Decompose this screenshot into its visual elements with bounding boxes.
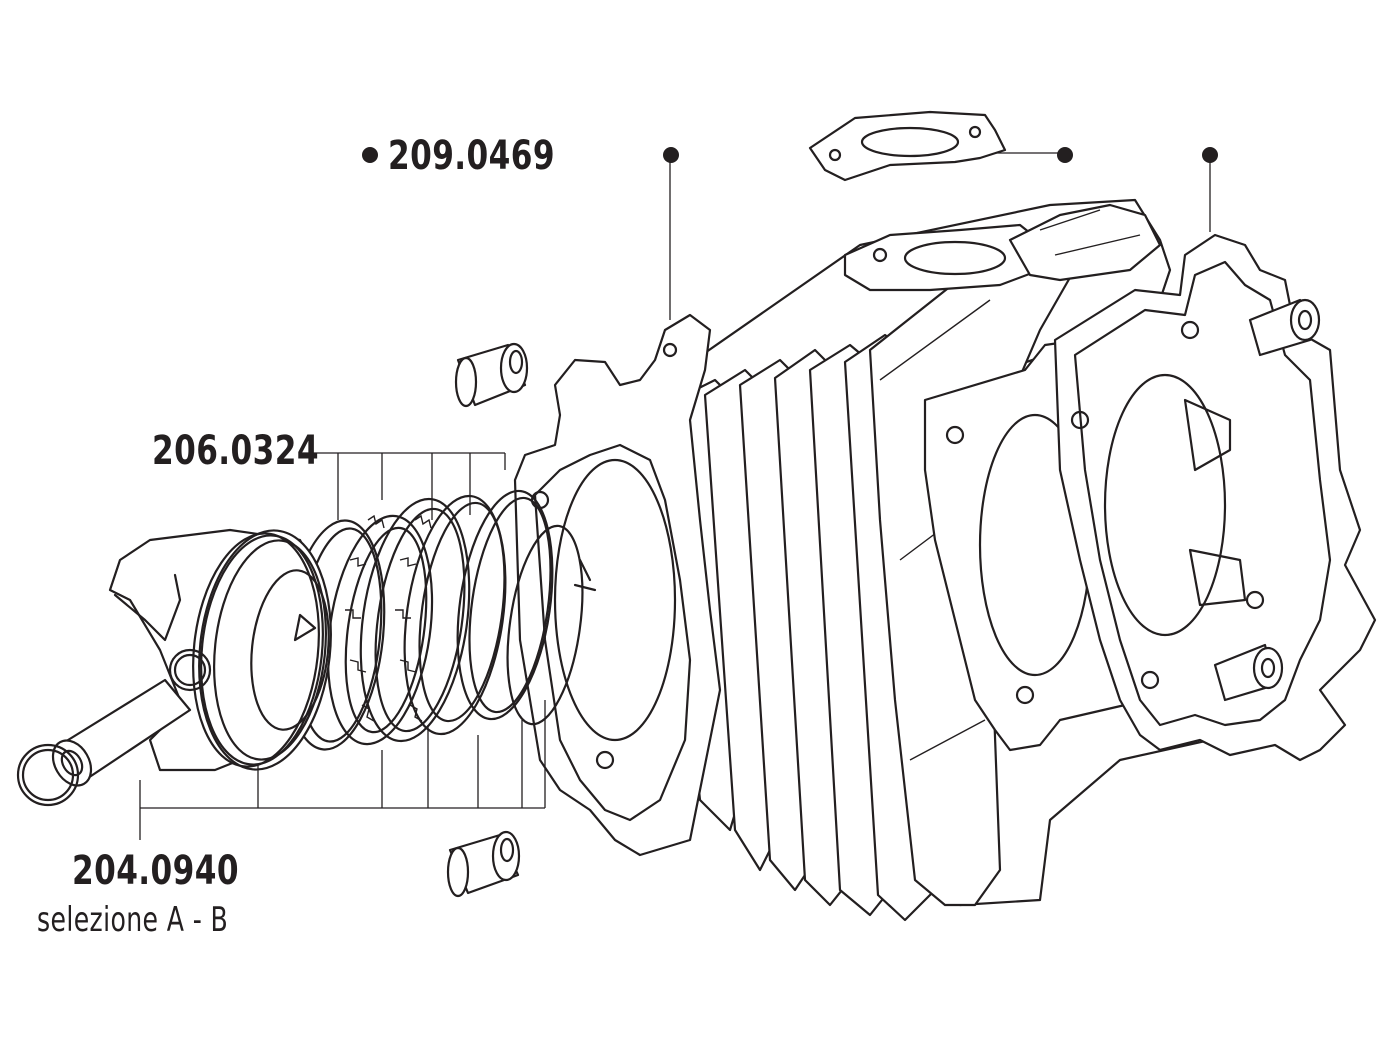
bullet-icon: [1202, 147, 1218, 163]
exhaust-gasket: [808, 110, 1007, 182]
leader-lines: [139, 152, 1211, 840]
bullet-icon: [1057, 147, 1073, 163]
piston-code: 204.0940: [72, 848, 239, 894]
wrist-pin: [16, 648, 212, 807]
dowel-pins: [446, 342, 529, 898]
bullet-icon: [362, 147, 378, 163]
piston-rings-code: 206.0324: [152, 428, 319, 474]
bullet-icon: [663, 147, 679, 163]
base-gasket: [513, 313, 722, 857]
piston: [108, 528, 332, 772]
gasket-set-code: 209.0469: [388, 133, 555, 179]
head-gasket: [1053, 233, 1377, 762]
piston-selection-note: selezione A - B: [37, 900, 229, 940]
